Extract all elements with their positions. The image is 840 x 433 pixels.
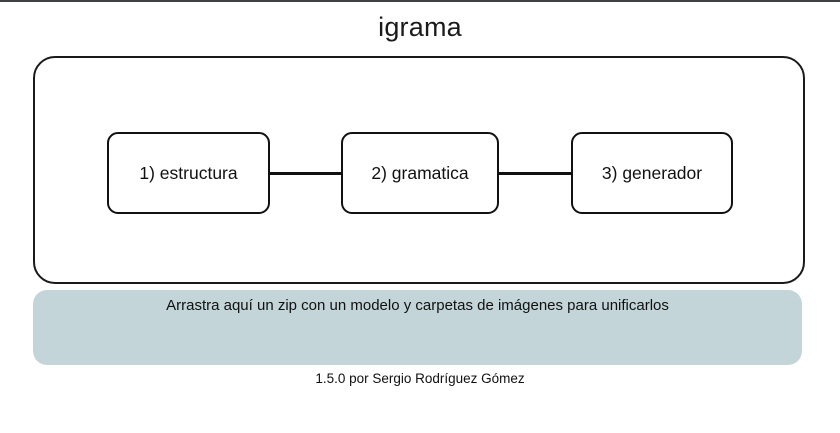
pipeline-stage-row: 1) estructura 2) gramatica 3) generador <box>35 58 807 286</box>
stage-label-estructura: 1) estructura <box>139 162 238 183</box>
stage-button-gramatica[interactable]: 2) gramatica <box>341 132 499 214</box>
pipeline-panel: 1) estructura 2) gramatica 3) generador <box>33 56 805 284</box>
drop-zone-instruction-text: Arrastra aquí un zip con un modelo y car… <box>166 297 669 314</box>
stage-label-gramatica: 2) gramatica <box>371 162 469 183</box>
footer-version-credit: 1.5.0 por Sergio Rodríguez Gómez <box>315 371 525 386</box>
file-drop-zone[interactable]: Arrastra aquí un zip con un modelo y car… <box>33 290 802 365</box>
stage-connector-1-2 <box>269 172 342 175</box>
stage-label-generador: 3) generador <box>601 162 703 183</box>
stage-connector-2-3 <box>498 172 572 175</box>
stage-button-generador[interactable]: 3) generador <box>571 132 733 214</box>
stage-button-estructura[interactable]: 1) estructura <box>107 132 270 214</box>
page-title: igrama <box>378 12 462 42</box>
